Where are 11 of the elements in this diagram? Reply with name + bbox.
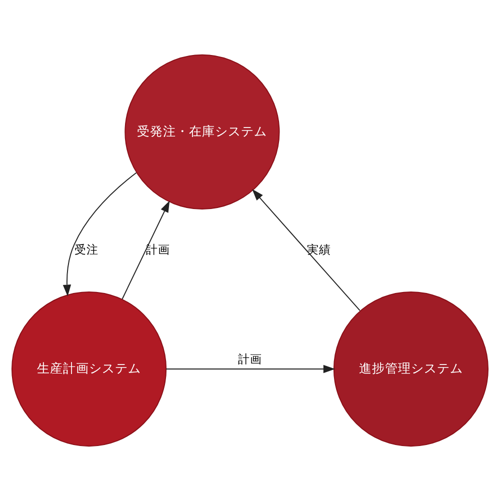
- edge-label: 実績: [306, 242, 331, 256]
- arrow: [252, 188, 360, 311]
- edge-label: 計画: [238, 351, 262, 366]
- edge-label: 計画: [146, 242, 170, 256]
- arrow: [166, 364, 336, 373]
- arrow: [122, 200, 170, 300]
- node-circle: 受発注・在庫システム: [124, 54, 280, 210]
- node-circle: 生産計画システム: [11, 290, 167, 446]
- edge-label: 受注: [74, 242, 99, 256]
- node-circle: 進捗管理システム: [333, 290, 489, 446]
- arrow: [62, 172, 137, 296]
